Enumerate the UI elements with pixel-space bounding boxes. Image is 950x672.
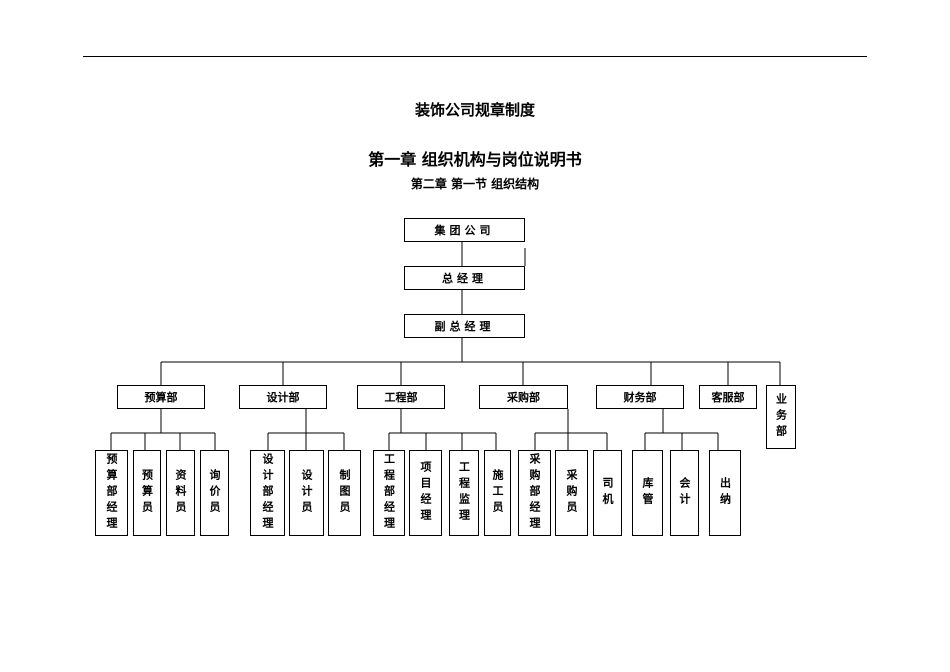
org-node-accountant: 会计 — [670, 450, 699, 536]
org-node-engineering-manager: 工程部经理 — [373, 450, 405, 536]
role-label: 设计部经理 — [261, 453, 274, 533]
role-label: 库管 — [641, 477, 654, 509]
org-node-designer: 设计员 — [289, 450, 324, 536]
role-label: 出纳 — [718, 477, 732, 509]
role-label: 司机 — [601, 477, 614, 509]
org-node-deputy-general-manager: 副总经理 — [404, 314, 525, 338]
role-label: 采购员 — [565, 469, 578, 517]
org-node-general-manager: 总经理 — [404, 266, 525, 290]
org-node-project-manager: 项目经理 — [409, 450, 442, 536]
org-node-engineering-dept: 工程部 — [357, 385, 445, 409]
org-node-cashier: 出纳 — [709, 450, 741, 536]
role-label: 采购部经理 — [528, 453, 541, 533]
role-label: 施工员 — [491, 469, 504, 517]
role-label: 预算部经理 — [105, 453, 118, 533]
org-node-site-supervisor: 工程监理 — [449, 450, 479, 536]
org-node-customer-service-dept: 客服部 — [699, 385, 757, 409]
org-node-pricing-staff: 询价员 — [200, 450, 229, 536]
org-node-group-company: 集团公司 — [404, 218, 525, 242]
section-heading: 第二章 第一节 组织结构 — [410, 177, 540, 191]
role-label: 工程部经理 — [382, 453, 396, 533]
org-node-business-dept: 业务部 — [766, 385, 796, 449]
org-node-data-staff: 资料员 — [166, 450, 195, 536]
org-node-driver: 司机 — [593, 450, 622, 536]
role-label: 项目经理 — [419, 461, 432, 525]
org-node-budget-manager: 预算部经理 — [95, 450, 128, 536]
role-label: 工程监理 — [457, 461, 471, 525]
role-label: 资料员 — [174, 469, 187, 517]
role-label: 预算员 — [140, 469, 154, 517]
role-label: 制图员 — [338, 469, 351, 517]
org-node-design-manager: 设计部经理 — [250, 450, 285, 536]
document-title: 装饰公司规章制度 — [414, 101, 535, 119]
org-node-budget-staff: 预算员 — [133, 450, 161, 536]
business-dept-label: 业务部 — [774, 393, 788, 441]
top-rule — [83, 56, 867, 57]
org-node-purchaser: 采购员 — [555, 450, 588, 536]
org-node-purchasing-dept: 采购部 — [479, 385, 568, 409]
org-node-purchasing-manager: 采购部经理 — [518, 450, 551, 536]
role-label: 询价员 — [208, 469, 221, 517]
chapter-heading: 第一章 组织机构与岗位说明书 — [368, 150, 582, 169]
org-node-warehouse-keeper: 库管 — [632, 450, 663, 536]
org-node-construction-staff: 施工员 — [484, 450, 511, 536]
role-label: 会计 — [678, 477, 691, 509]
org-node-design-dept: 设计部 — [239, 385, 327, 409]
role-label: 设计员 — [300, 469, 313, 517]
org-node-drafter: 制图员 — [328, 450, 361, 536]
org-node-finance-dept: 财务部 — [596, 385, 684, 409]
org-node-budget-dept: 预算部 — [117, 385, 205, 409]
